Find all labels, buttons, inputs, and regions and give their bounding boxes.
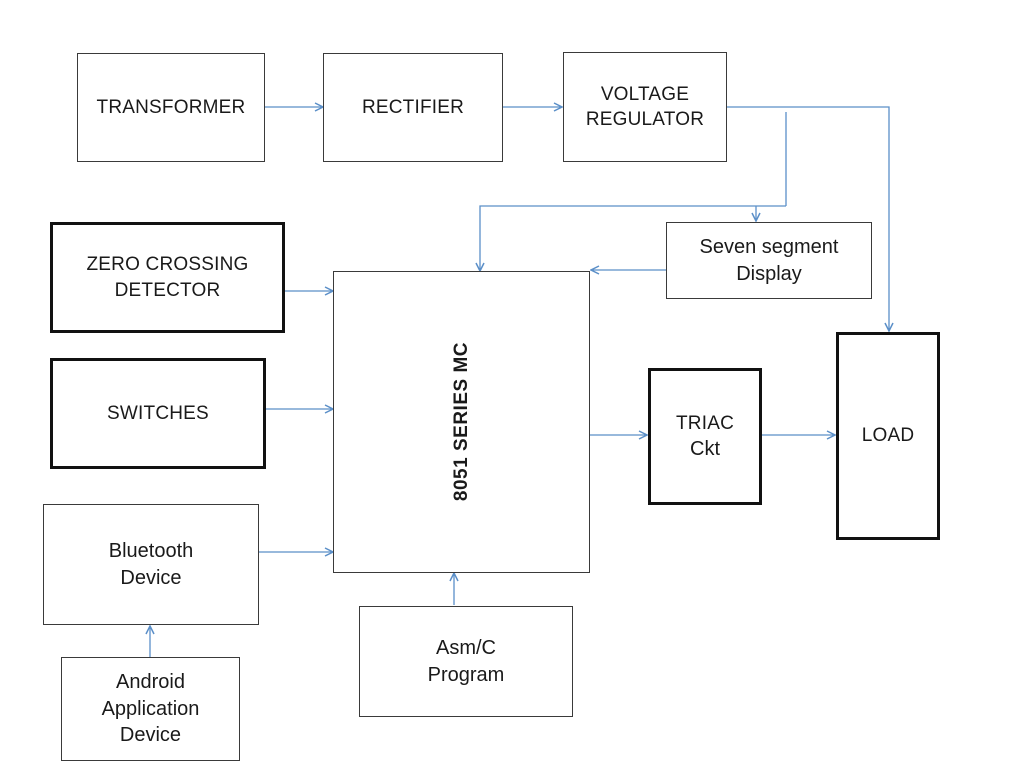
voltage-regulator-block: VOLTAGE REGULATOR bbox=[563, 52, 727, 162]
android-label-line1: Android bbox=[116, 671, 185, 694]
zero-crossing-label-line1: ZERO CROSSING bbox=[86, 254, 249, 276]
bluetooth-device-block: Bluetooth Device bbox=[43, 504, 259, 625]
voltage-regulator-label-line1: VOLTAGE bbox=[600, 83, 690, 105]
arrow-supply-to-mc bbox=[480, 205, 786, 271]
seven-segment-display-block: Seven segment Display bbox=[666, 222, 872, 299]
load-label: LOAD bbox=[861, 425, 915, 447]
rectifier-block: RECTIFIER bbox=[323, 53, 503, 162]
microcontroller-label: 8051 SERIES MC bbox=[450, 342, 472, 502]
seven-segment-label-line2: Display bbox=[736, 262, 802, 285]
switches-block: SWITCHES bbox=[50, 358, 266, 469]
voltage-regulator-label-line2: REGULATOR bbox=[585, 109, 705, 130]
arrow-regulator-to-load bbox=[727, 106, 889, 331]
seven-segment-label-line1: Seven segment bbox=[699, 236, 839, 259]
triac-label-line2: Ckt bbox=[690, 437, 720, 460]
microcontroller-block: 8051 SERIES MC bbox=[333, 271, 590, 573]
bluetooth-label-line2: Device bbox=[120, 566, 182, 589]
program-label-line2: Program bbox=[427, 663, 505, 686]
transformer-label: TRANSFORMER bbox=[96, 96, 246, 118]
transformer-block: TRANSFORMER bbox=[77, 53, 265, 162]
switches-label: SWITCHES bbox=[107, 402, 209, 424]
triac-label-line1: TRIAC bbox=[676, 412, 734, 434]
zero-crossing-detector-block: ZERO CROSSING DETECTOR bbox=[50, 222, 285, 333]
triac-circuit-block: TRIAC Ckt bbox=[648, 368, 762, 505]
rectifier-label: RECTIFIER bbox=[361, 96, 465, 118]
load-block: LOAD bbox=[836, 332, 940, 540]
android-application-device-block: Android Application Device bbox=[61, 657, 240, 761]
zero-crossing-label-line2: DETECTOR bbox=[114, 279, 221, 301]
program-block: Asm/C Program bbox=[359, 606, 573, 717]
android-label-line3: Device bbox=[119, 724, 182, 747]
bluetooth-label-line1: Bluetooth bbox=[108, 540, 194, 563]
android-label-line2: Application bbox=[101, 697, 200, 720]
program-label-line1: Asm/C bbox=[435, 637, 496, 660]
